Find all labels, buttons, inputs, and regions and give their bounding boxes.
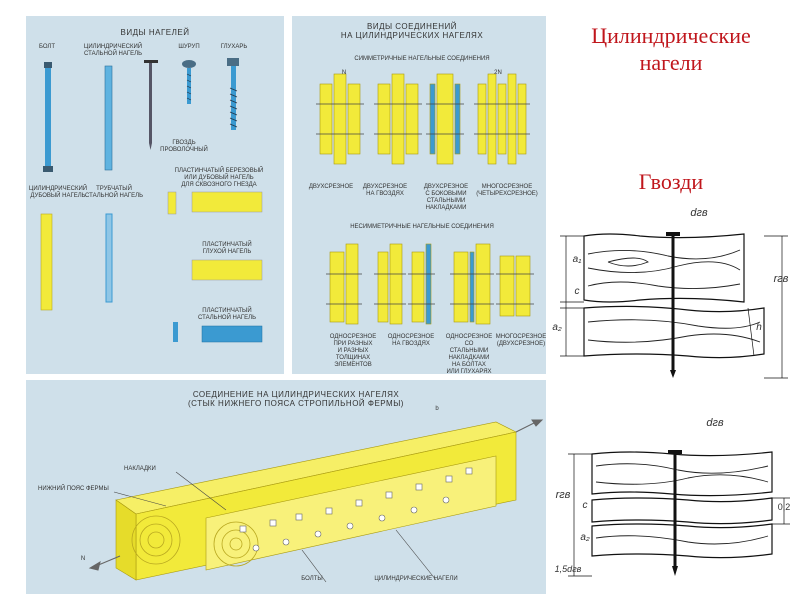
panel-joint-types: ВИДЫ СОЕДИНЕНИЙ НА ЦИЛИНДРИЧЕСКИХ НАГЕЛЯ… [292,16,546,374]
panel-truss-title: СОЕДИНЕНИЕ НА ЦИЛИНДРИЧЕСКИХ НАГЕЛЯХ (СТ… [188,390,404,408]
screw-drawing [182,60,196,104]
dim-tip-bottom: 1,5dгв [554,564,582,574]
sym-dowel-lines [316,103,530,135]
dim-h-top: h [756,322,762,333]
nail-drawing-bottom-svg [568,450,790,577]
dim-a2-bottom: a₂ [580,532,590,543]
sym-joints-title: СИММЕТРИЧНЫЕ НАГЕЛЬНЫЕ СОЕДИНЕНИЯ [354,56,490,62]
panel-joint-types-title: ВИДЫ СОЕДИНЕНИЙ НА ЦИЛИНДРИЧЕСКИХ НАГЕЛЯ… [340,22,484,40]
plate-blind-block [191,259,263,281]
steel-dowel-drawing [104,65,113,171]
label-screw: ШУРУП [178,44,200,50]
nail-tip [670,370,676,378]
asym-label-4: МНОГОСРЕЗНОЕ (ДВУХСРЕЗНОЕ) [495,334,546,347]
label-plate-steel: ПЛАСТИНЧАТЫЙ СТАЛЬНОЙ НАГЕЛЬ [197,308,257,321]
nail-joint-drawing-bottom: dгв rгв c a₂ 0,2 1,5dгв [548,416,796,596]
slide-subtitle: Гвозди [638,169,704,194]
nail-head [666,232,680,236]
board-1 [591,451,773,497]
panel-truss-joint: СОЕДИНЕНИЕ НА ЦИЛИНДРИЧЕСКИХ НАГЕЛЯХ (СТ… [26,380,546,594]
bolt-drawing [43,62,53,172]
label-lag-screw: ГЛУХАРЬ [220,44,248,50]
slide-title-line2: нагели [639,50,703,75]
dowel-marks [239,467,473,552]
force-arrows [88,419,544,571]
asym-joints-title: НЕСИММЕТРИЧНЫЕ НАГЕЛЬНЫЕ СОЕДИНЕНИЯ [350,224,494,230]
nail-drawing-top-svg [560,232,788,379]
sym-joint-1 [319,73,361,165]
sym-joint-3 [429,73,461,165]
asym-joint-4 [453,243,491,325]
bottom-board-grain [595,463,769,545]
dim-c-bottom: c [582,500,588,511]
asym-label-2: ОДНОСРЕЗНОЕ НА ГВОЗДЯХ [387,334,435,347]
asym-joint-5 [499,255,531,317]
upper-board-grain [587,249,741,290]
label-cyl-dowels: ЦИЛИНДРИЧЕСКИЕ НАГЕЛИ [374,576,458,582]
asym-joint-2 [377,243,403,325]
force-label-2n: 2N [494,70,502,76]
label-truss-b: b [435,406,439,412]
dimension-lines [560,235,788,379]
label-bottom-chord: НИЖНИЙ ПОЯС ФЕРМЫ [38,486,109,492]
upper-board [583,233,745,303]
nail-tip-bottom [672,566,678,576]
slide-title-line1: Цилиндрические [591,23,751,48]
label-plate-blind: ПЛАСТИНЧАТЫЙ ГЛУХОЙ НАГЕЛЬ [202,242,252,255]
label-tube-dowel: ТРУБЧАТЫЙ СТАЛЬНОЙ НАГЕЛЬ [84,186,144,199]
sym-joint-2 [377,73,419,165]
dim-c-top: c [574,286,580,297]
label-overlays: НАКЛАДКИ [124,466,156,472]
callout-lines [113,471,437,583]
dim-r-bottom: rгв [555,489,571,501]
beam-end-face [115,499,137,581]
end-grain-rings [131,515,259,567]
plate-steel-small [173,322,178,342]
truss-joint-illustration [88,419,544,583]
force-label-n: N [341,70,347,76]
sym-label-3: ДВУХСРЕЗНОЕ С БОКОВЫМИ СТАЛЬНЫМИ НАКЛАДК… [423,184,469,211]
dim-a1-top: a₁ [572,254,582,265]
asym-label-3: ОДНОСРЕЗНОЕ СО СТАЛЬНЫМИ НАКЛАДКАМИ НА Б… [445,334,493,374]
asym-joint-3 [411,243,432,325]
asym-label-1: ОДНОСРЕЗНОЕ ПРИ РАЗНЫХ И РАЗНЫХ ТОЛЩИНАХ… [329,334,377,368]
nail-drawing [144,60,158,150]
board-2 [591,497,773,525]
sym-label-2: ДВУХСРЕЗНОЕ НА ГВОЗДЯХ [362,184,408,197]
plate-through-block [191,191,263,213]
lag-screw-drawing [227,58,239,130]
label-bolt: БОЛТ [38,44,56,50]
asym-dowel-lines [326,273,534,305]
panel-dowel-types: ВИДЫ НАГЕЛЕЙ БОЛТ ЦИЛИНДРИЧЕСКИЙ СТАЛЬНО… [26,16,284,374]
dim-02-bottom: 0,2 [777,502,791,512]
dim-r-top: rгв [773,273,789,285]
dim-d-bottom: dгв [706,417,724,429]
label-plate-through: ПЛАСТИНЧАТЫЙ БЕРЕЗОВЫЙ ИЛИ ДУБОВЫЙ НАГЕЛ… [174,168,264,188]
label-bolts: БОЛТЫ [301,576,323,582]
plate-steel-block [201,325,263,343]
tube-dowel-drawing [105,213,113,303]
lower-board-grain [587,319,761,343]
sym-label-1: ДВУХСРЕЗНОЕ [308,184,354,190]
plate-through-small [167,191,177,215]
slide-title: Цилиндрические нагели [566,22,776,76]
label-truss-force: N [80,556,86,562]
oak-dowel-drawing [40,213,53,311]
dowel-types-illustration [40,58,263,343]
label-wire-nail: ГВОЗДЬ ПРОВОЛОЧНЫЙ [160,140,208,153]
dim-a2-top: a₂ [552,322,562,333]
dim-d-top: dгв [690,207,708,219]
bottom-dimension-lines [568,453,790,577]
panel-dowel-types-title: ВИДЫ НАГЕЛЕЙ [120,28,190,37]
overlay-plate [205,455,497,571]
label-steel-dowel: ЦИЛИНДРИЧЕСКИЙ СТАЛЬНОЙ НАГЕЛЬ [83,44,143,57]
label-oak-dowel: ЦИЛИНДРИЧЕСКИЙ ДУБОВЫЙ НАГЕЛЬ [28,186,88,199]
nail-joint-drawing-top: dгв a₁ c a₂ h rгв [548,206,796,390]
sym-joint-4 [477,73,527,165]
joint-types-illustration [316,73,534,325]
asym-joint-1 [329,243,359,325]
sym-label-4: МНОГОСРЕЗНОЕ (ЧЕТЫРЕХСРЕЗНОЕ) [476,184,538,197]
nail-head-bottom [668,450,682,454]
